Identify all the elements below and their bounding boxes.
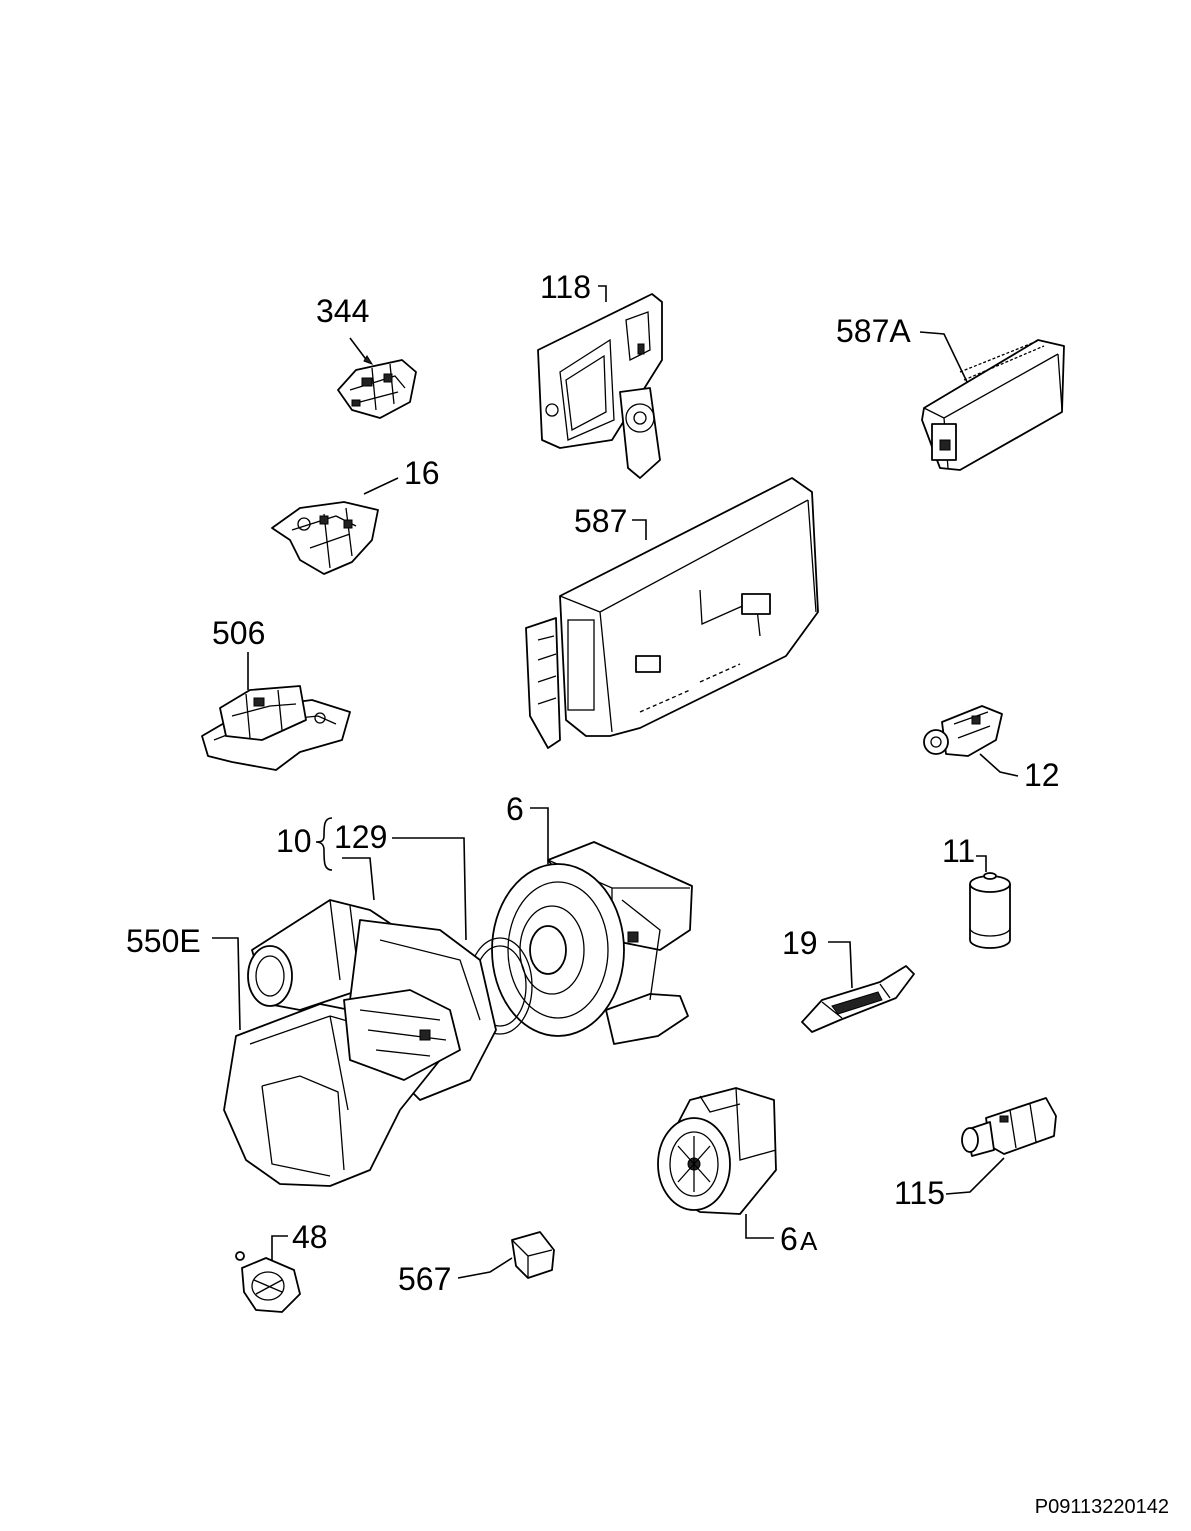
leader-550E bbox=[212, 937, 241, 1031]
bracket-10 bbox=[315, 817, 333, 871]
assembly-10-129[interactable]: 10 129 bbox=[276, 817, 467, 941]
part-11[interactable]: 11 bbox=[942, 833, 1011, 949]
callout-115: 115 bbox=[894, 1175, 945, 1211]
leader-16 bbox=[363, 477, 399, 495]
callout-16: 16 bbox=[404, 455, 440, 491]
leader-587A bbox=[919, 331, 969, 385]
callout-118: 118 bbox=[540, 269, 591, 305]
leader-567 bbox=[457, 1257, 513, 1279]
callout-550E: 550E bbox=[126, 923, 201, 959]
part-344[interactable]: 344 bbox=[316, 293, 417, 419]
part-550E[interactable]: 550E bbox=[126, 899, 533, 1187]
part-115[interactable]: 115 bbox=[894, 1097, 1057, 1211]
part-587A[interactable]: 587A bbox=[836, 313, 1065, 471]
callout-567: 567 bbox=[398, 1261, 451, 1297]
document-id: P09113220142 bbox=[1034, 1496, 1169, 1518]
callout-19: 19 bbox=[782, 925, 818, 961]
callout-344: 344 bbox=[316, 293, 369, 329]
part-118[interactable]: 118 bbox=[537, 269, 663, 479]
callout-587: 587 bbox=[574, 503, 627, 539]
leader-129-a bbox=[342, 857, 375, 901]
leader-118 bbox=[598, 285, 607, 302]
callout-129: 129 bbox=[334, 819, 387, 855]
part-19[interactable]: 19 bbox=[782, 925, 915, 1033]
part-506[interactable]: 506 bbox=[201, 615, 351, 771]
part-587[interactable]: 587 bbox=[525, 477, 819, 749]
callout-587A: 587A bbox=[836, 313, 911, 349]
leader-587 bbox=[632, 519, 647, 540]
leader-129-b bbox=[392, 837, 467, 941]
leader-48 bbox=[271, 1235, 288, 1262]
part-6A[interactable]: 6 A bbox=[657, 1087, 818, 1257]
leader-344 bbox=[349, 337, 369, 363]
callout-11: 11 bbox=[942, 833, 975, 869]
leader-6 bbox=[530, 807, 549, 864]
callout-6A-letter: A bbox=[800, 1226, 818, 1256]
callout-506: 506 bbox=[212, 615, 265, 651]
leader-6A bbox=[745, 1214, 774, 1239]
leader-19 bbox=[828, 941, 853, 989]
part-16[interactable]: 16 bbox=[271, 455, 440, 575]
callout-12: 12 bbox=[1024, 757, 1060, 793]
callout-10: 10 bbox=[276, 823, 312, 859]
part-12[interactable]: 12 bbox=[923, 705, 1060, 793]
leader-11 bbox=[976, 855, 987, 872]
callout-6A-number: 6 bbox=[780, 1221, 798, 1257]
callout-48: 48 bbox=[292, 1219, 328, 1255]
leader-12 bbox=[979, 753, 1019, 777]
leader-115 bbox=[945, 1157, 1005, 1195]
part-567[interactable]: 567 bbox=[398, 1231, 555, 1297]
part-48[interactable]: 48 bbox=[235, 1219, 328, 1313]
callout-6: 6 bbox=[506, 791, 524, 827]
